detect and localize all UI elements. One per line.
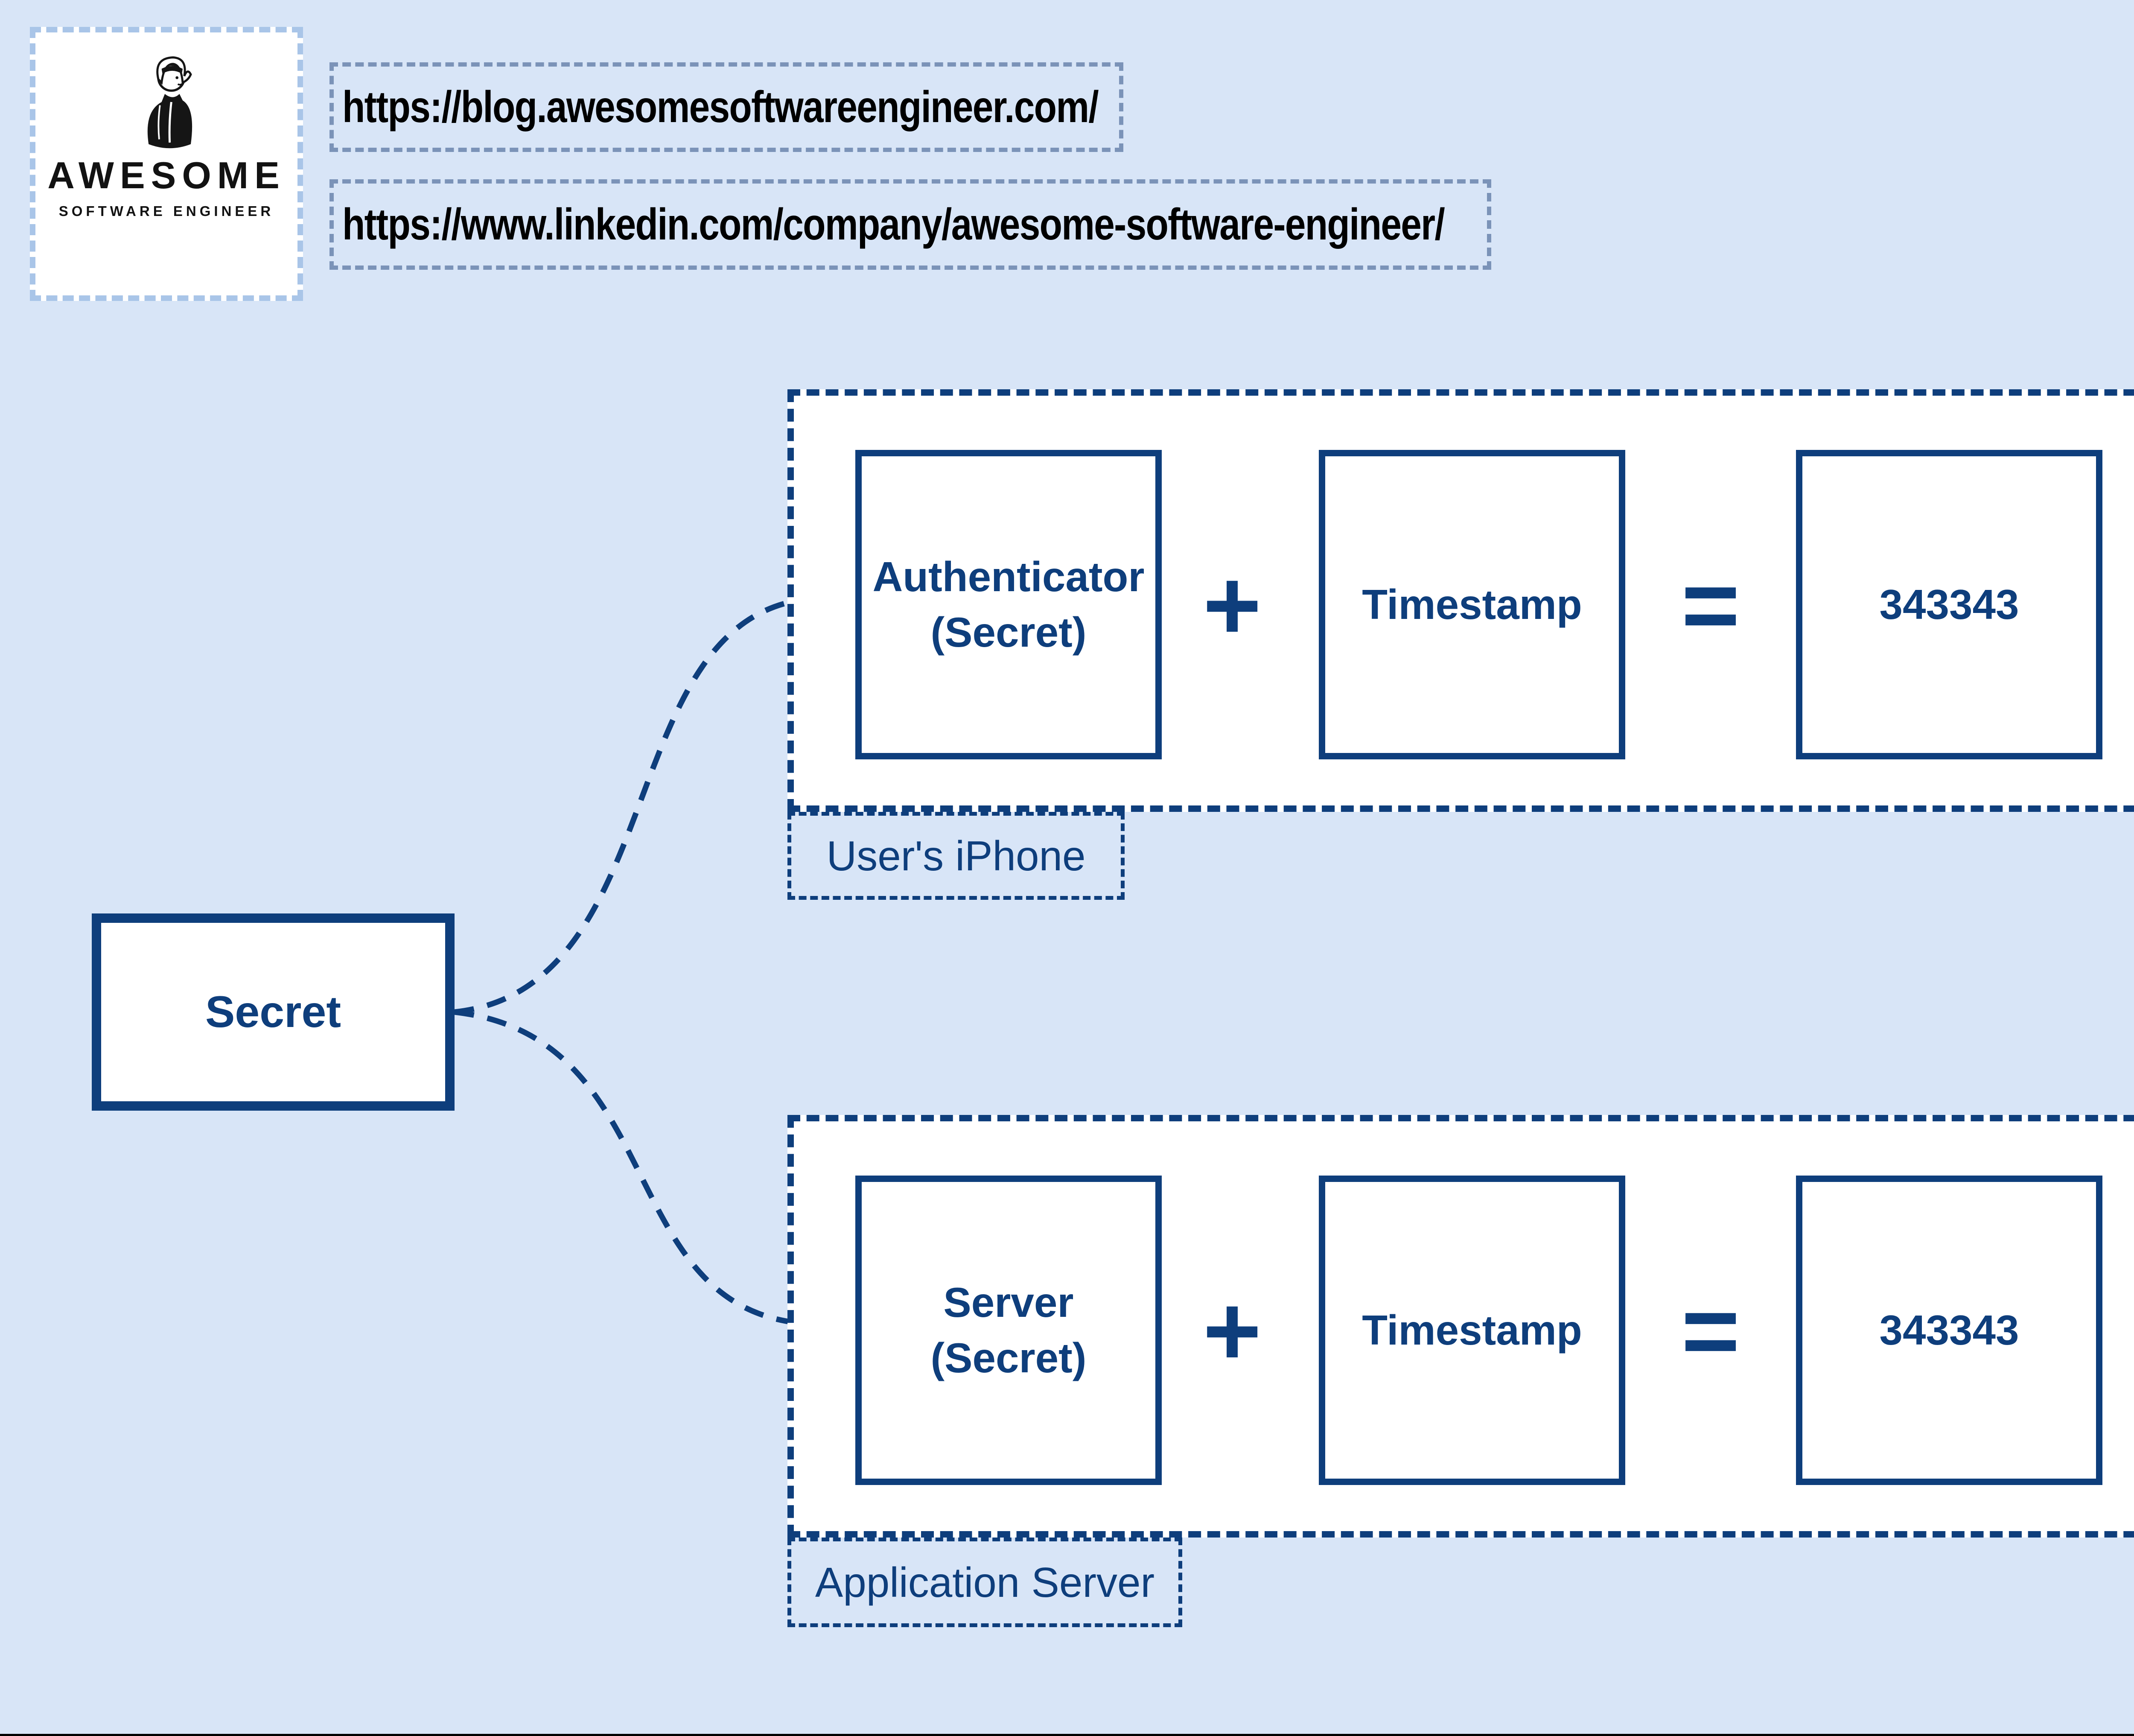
otp-result-value: 343343: [1879, 1306, 2019, 1354]
plus-operator: +: [1203, 1274, 1262, 1387]
logo-card: AWESOME SOFTWARE ENGINEER: [30, 27, 303, 301]
plus-operator: +: [1203, 549, 1262, 661]
linkedin-url-chip[interactable]: https://www.linkedin.com/company/awesome…: [329, 179, 1491, 270]
logo-title: AWESOME: [47, 154, 286, 196]
otp-result-node: 343343: [1796, 450, 2102, 759]
otp-result-node: 343343: [1796, 1176, 2102, 1485]
logo-subtitle: SOFTWARE ENGINEER: [58, 203, 274, 219]
secret-to-authenticator-connector: [454, 595, 815, 1015]
linkedin-url-text[interactable]: https://www.linkedin.com/company/awesome…: [342, 199, 1445, 249]
iphone-group: Authenticator (Secret) + Timestamp = 343…: [787, 389, 2134, 812]
screen-bottom-edge: [0, 1734, 2134, 1736]
timestamp-node: Timestamp: [1319, 1176, 1625, 1485]
blog-url-chip[interactable]: https://blog.awesomesoftwareengineer.com…: [329, 62, 1123, 152]
timestamp-label: Timestamp: [1362, 1306, 1582, 1354]
person-sketch-icon: [147, 56, 192, 149]
equals-operator: =: [1681, 1274, 1740, 1387]
equals-operator: =: [1681, 549, 1740, 661]
authenticator-label-line2: (Secret): [930, 608, 1087, 656]
server-label-line1: Server: [943, 1279, 1074, 1326]
authenticator-label-line1: Authenticator: [872, 553, 1145, 601]
secret-to-server-connector: [454, 1009, 815, 1327]
blog-url-text[interactable]: https://blog.awesomesoftwareengineer.com…: [342, 82, 1099, 132]
timestamp-label: Timestamp: [1362, 581, 1582, 628]
server-caption-label: Application Server: [815, 1558, 1155, 1606]
secret-node-label: Secret: [205, 987, 341, 1037]
iphone-caption-label: User's iPhone: [826, 832, 1086, 879]
server-group-caption: Application Server: [787, 1538, 1182, 1627]
iphone-group-caption: User's iPhone: [787, 812, 1125, 900]
authenticator-node: Authenticator (Secret): [855, 450, 1162, 759]
secret-node: Secret: [92, 913, 455, 1111]
server-label-line2: (Secret): [930, 1334, 1087, 1381]
server-group: Server (Secret) + Timestamp = 343343: [787, 1115, 2134, 1538]
server-secret-node: Server (Secret): [855, 1176, 1162, 1485]
otp-result-value: 343343: [1879, 581, 2019, 628]
timestamp-node: Timestamp: [1319, 450, 1625, 759]
